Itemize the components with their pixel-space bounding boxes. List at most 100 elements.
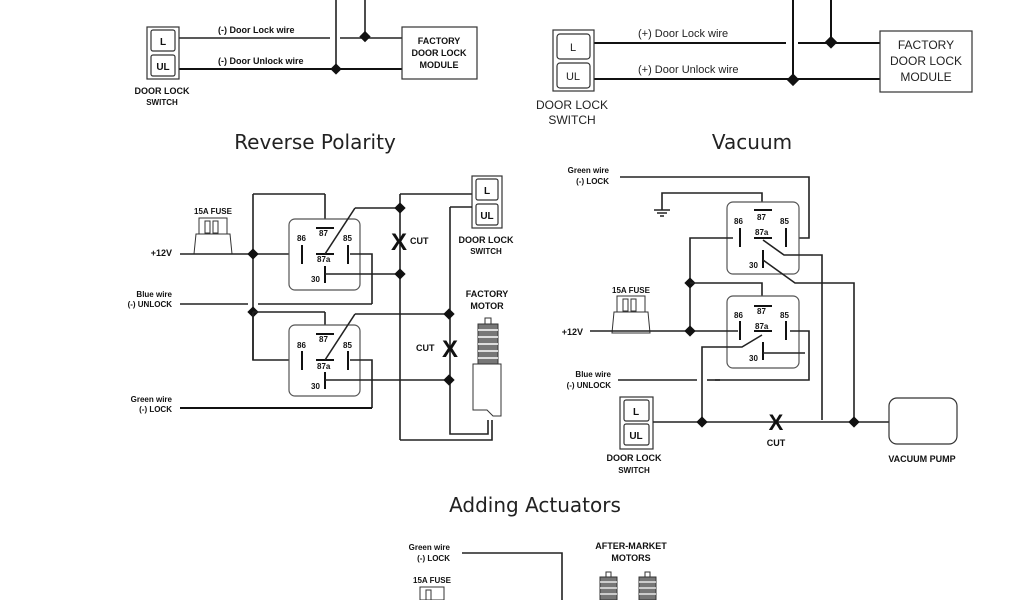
junction-dot xyxy=(394,202,406,214)
vacuum-pump-label: VACUUM PUMP xyxy=(888,454,955,464)
pin-87a: 87a xyxy=(755,322,769,331)
switch-label: SWITCH xyxy=(146,98,178,107)
cut-mark-icon: X xyxy=(391,229,407,256)
switch-label: SWITCH xyxy=(470,247,502,256)
junction-dot xyxy=(824,35,838,49)
switch-label: DOOR LOCK xyxy=(536,98,608,112)
blue-wire-label: Blue wire xyxy=(575,370,611,379)
factory-motor-icon xyxy=(472,317,502,417)
junction-dot xyxy=(247,248,259,260)
switch-lock-button xyxy=(623,399,650,422)
top-left-diagram: (-) Door Lock wire (-) Door Unlock wire … xyxy=(135,0,478,107)
fuse-label: 15A FUSE xyxy=(612,286,651,295)
pin-85: 85 xyxy=(780,311,789,320)
relay-switch-arm xyxy=(324,313,356,361)
module-label: MODULE xyxy=(900,70,951,84)
door-unlock-wire-label: (+) Door Unlock wire xyxy=(638,64,739,76)
switch-lock-button xyxy=(475,178,499,201)
green-wire-label: Green wire xyxy=(131,395,173,404)
wire xyxy=(350,253,373,304)
junction-dot xyxy=(394,268,406,280)
adding-actuators-diagram: Green wire (-) LOCK 15A FUSE AFTER-MARKE… xyxy=(409,541,667,600)
factory-door-lock-module xyxy=(401,26,478,80)
wire xyxy=(350,359,373,408)
junction-dot xyxy=(443,374,455,386)
junction-dot xyxy=(330,63,342,75)
switch-label: SWITCH xyxy=(618,466,650,475)
switch-unlock-button xyxy=(556,62,591,89)
factory-door-lock-module xyxy=(879,30,973,93)
switch-UL-label: UL xyxy=(156,62,169,73)
junction-dot xyxy=(848,416,860,428)
door-lock-wire-label: (+) Door Lock wire xyxy=(638,28,728,40)
pin-87: 87 xyxy=(757,213,766,222)
switch-unlock-button xyxy=(623,423,650,446)
green-wire-label: Green wire xyxy=(409,543,451,552)
pin-87: 87 xyxy=(319,335,328,344)
pin-87a: 87a xyxy=(755,228,769,237)
aftermarket-motor-icon xyxy=(599,571,618,600)
switch-UL-label: UL xyxy=(629,431,642,442)
switch-lock-button xyxy=(556,33,591,60)
pin-87a: 87a xyxy=(317,255,331,264)
switch-label: DOOR LOCK xyxy=(135,86,190,96)
pin-86: 86 xyxy=(734,311,743,320)
wire xyxy=(715,330,810,381)
reverse-polarity-diagram: 15A FUSE +12V 86 87 85 87a 30 Blue wi xyxy=(128,175,514,441)
pin-85: 85 xyxy=(343,341,352,350)
reverse-polarity-title: Reverse Polarity xyxy=(234,130,396,154)
plus-12v-label: +12V xyxy=(562,327,583,337)
wire xyxy=(400,420,493,441)
cut-label: CUT xyxy=(767,438,786,448)
vacuum-diagram: Green wire (-) LOCK 86 87 85 87a 30 xyxy=(562,166,958,475)
green-wire-label: (-) LOCK xyxy=(417,554,450,563)
switch-L-label: L xyxy=(484,186,490,197)
pin-86: 86 xyxy=(297,234,306,243)
door-unlock-wire-label: (-) Door Unlock wire xyxy=(218,56,304,66)
junction-dot xyxy=(684,325,696,337)
blue-wire-label: (-) UNLOCK xyxy=(128,300,173,309)
pin-30: 30 xyxy=(311,275,320,284)
aftermarket-motor-icon xyxy=(638,571,657,600)
pin-86: 86 xyxy=(734,217,743,226)
ground-icon xyxy=(654,209,670,217)
wire xyxy=(689,237,733,331)
junction-dot xyxy=(359,30,371,43)
module-label: FACTORY xyxy=(418,36,461,46)
blue-wire-label: Blue wire xyxy=(136,290,172,299)
switch-label: DOOR LOCK xyxy=(459,235,514,245)
wire xyxy=(762,239,823,420)
switch-L-label: L xyxy=(160,37,166,48)
fuse-icon xyxy=(419,586,445,600)
pin-85: 85 xyxy=(343,234,352,243)
top-right-diagram: (+) Door Lock wire (+) Door Unlock wire … xyxy=(536,0,973,127)
pin-87: 87 xyxy=(757,307,766,316)
vacuum-title: Vacuum xyxy=(712,130,792,154)
fuse-label: 15A FUSE xyxy=(194,207,233,216)
module-label: FACTORY xyxy=(898,38,954,52)
door-lock-wire-label: (-) Door Lock wire xyxy=(218,25,295,35)
wire xyxy=(252,312,302,361)
junction-dot xyxy=(786,73,800,87)
relay-switch-arm xyxy=(324,207,356,255)
vacuum-pump xyxy=(888,397,958,445)
module-label: MODULE xyxy=(420,60,459,70)
pin-86: 86 xyxy=(297,341,306,350)
switch-unlock-button xyxy=(475,203,499,226)
blue-wire-label: (-) UNLOCK xyxy=(567,381,612,390)
module-label: DOOR LOCK xyxy=(412,48,467,58)
switch-unlock-button xyxy=(150,54,176,77)
switch-label: SWITCH xyxy=(548,113,595,127)
cut-label: CUT xyxy=(410,236,429,246)
cut-mark-icon: X xyxy=(442,336,458,363)
cut-mark-icon: X xyxy=(769,410,784,435)
wire xyxy=(701,334,763,422)
motors-label: AFTER-MARKET xyxy=(595,541,667,551)
junction-dot xyxy=(696,416,708,428)
switch-label: DOOR LOCK xyxy=(607,453,662,463)
green-wire xyxy=(462,552,563,600)
pin-30: 30 xyxy=(749,261,758,270)
switch-UL-label: UL xyxy=(480,211,493,222)
green-wire-label: (-) LOCK xyxy=(576,177,609,186)
